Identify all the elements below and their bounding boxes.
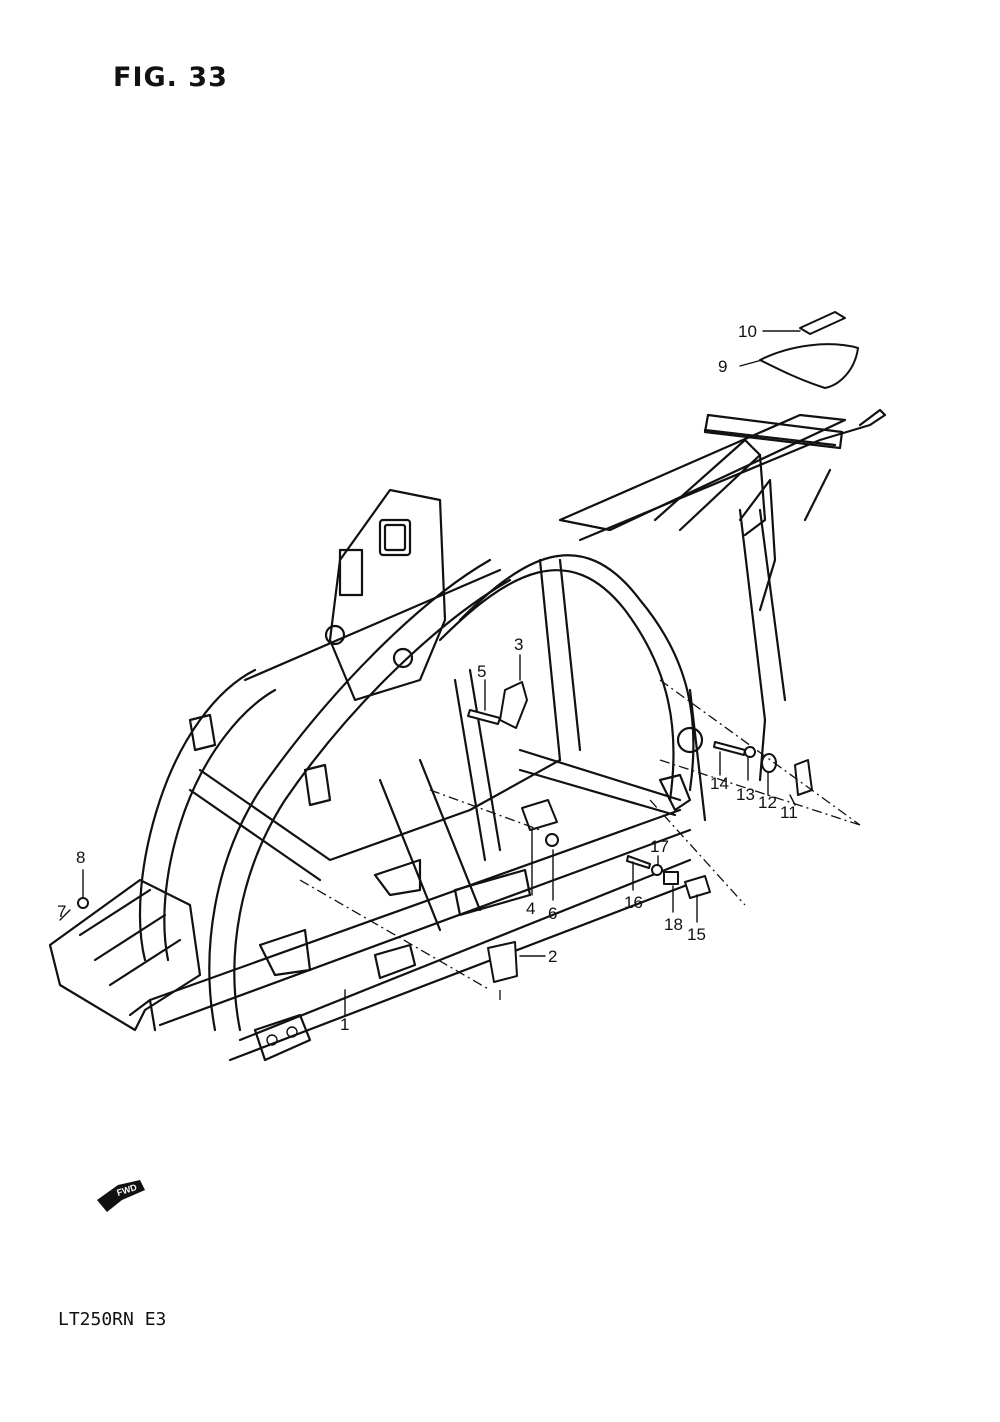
- callout-8: 8: [76, 848, 85, 867]
- main-frame: [138, 408, 887, 1062]
- part-6-shape: [545, 833, 559, 847]
- callout-12: 12: [758, 793, 777, 812]
- part-12-shape: [761, 753, 777, 773]
- callout-10: 10: [738, 322, 757, 341]
- callout-1: 1: [340, 1015, 349, 1034]
- callout-13: 13: [736, 785, 755, 804]
- callout-9: 9: [718, 357, 727, 376]
- part-9-shape: [759, 343, 859, 389]
- callout-11: 11: [780, 803, 798, 822]
- model-code: LT250RN E3: [58, 1309, 167, 1330]
- leader-lines: [59, 330, 801, 1016]
- callout-14: 14: [710, 774, 729, 793]
- fwd-arrow: FWD: [97, 1180, 145, 1212]
- part-15-shape: [684, 875, 711, 899]
- figure-title: FIG. 33: [113, 62, 228, 93]
- callout-16: 16: [624, 893, 643, 912]
- part-5-shape: [467, 709, 501, 725]
- callout-numbers: 1 2 3 4 5 6 7 8 9 10 11 12 13 14 15 16 1…: [57, 322, 798, 1034]
- reference-lines: [299, 679, 861, 1000]
- part-4-shape: [521, 799, 558, 831]
- part-8-shape: [77, 897, 89, 909]
- part-11-shape: [794, 759, 813, 796]
- callout-4: 4: [526, 899, 535, 918]
- callout-3: 3: [514, 635, 523, 654]
- callout-5: 5: [477, 662, 486, 681]
- part-10-shape: [799, 311, 846, 335]
- part-2-shape: [487, 941, 518, 983]
- callout-17: 17: [650, 837, 669, 856]
- callout-6: 6: [548, 904, 557, 923]
- callout-15: 15: [687, 925, 706, 944]
- callout-2: 2: [548, 947, 557, 966]
- part-3-shape: [499, 681, 528, 729]
- part-17-shape: [651, 864, 663, 876]
- callout-7: 7: [57, 902, 66, 921]
- part-16-shape: [626, 855, 651, 869]
- part-14-shape: [713, 741, 746, 756]
- skid-plate: [48, 878, 202, 1032]
- part-18-shape: [663, 871, 679, 885]
- callout-18: 18: [664, 915, 683, 934]
